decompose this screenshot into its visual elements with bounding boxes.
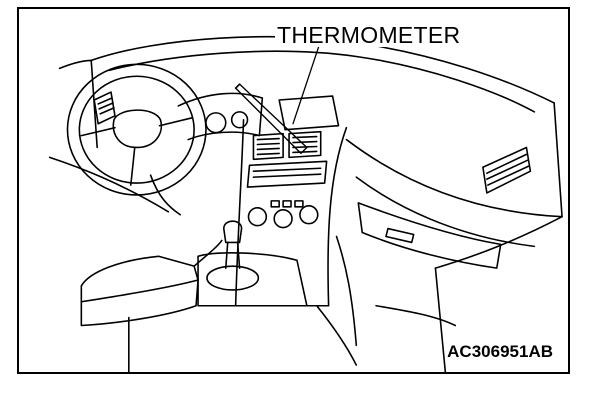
steering-spoke-left — [80, 126, 116, 137]
left-pillar — [58, 59, 98, 149]
dashboard-lower-edge — [355, 176, 536, 248]
center-vent-right — [288, 130, 322, 159]
steering-spoke-bottom — [130, 146, 136, 186]
steering-hub — [112, 109, 163, 149]
figure-code: AC306951AB — [447, 342, 553, 361]
glove-box — [357, 202, 502, 269]
gear-boot — [206, 265, 260, 291]
steering-wheel-inner — [78, 75, 195, 184]
left-door-line — [48, 156, 170, 213]
thermometer-leader — [292, 45, 320, 125]
console-tray — [197, 252, 308, 307]
gauge-right — [230, 111, 249, 129]
dashboard-top-inner — [108, 50, 536, 113]
right-vent — [482, 146, 532, 194]
gear-knob — [222, 220, 243, 244]
center-vent-left — [252, 132, 284, 161]
center-stack — [234, 118, 348, 307]
gauge-left — [205, 112, 227, 134]
thermometer-label: THERMOMETER — [275, 22, 463, 48]
steering-column — [149, 174, 182, 216]
climate-knob-left — [247, 207, 268, 227]
dashboard-illustration — [48, 35, 563, 372]
instrument-hood — [177, 92, 264, 141]
glove-box-handle — [385, 227, 415, 244]
armrest-top — [80, 255, 199, 303]
climate-knob-right — [299, 205, 319, 225]
illustration-frame: THERMOMETER AC306951AB — [17, 7, 570, 374]
climate-knob-center — [273, 208, 293, 229]
steering-wheel-outer — [66, 63, 207, 196]
steering-spoke-right — [158, 117, 193, 127]
armrest-side — [80, 279, 199, 327]
dashboard-lower-right — [345, 138, 563, 218]
left-vent — [93, 91, 116, 125]
center-display — [278, 95, 340, 131]
gear-stem — [224, 241, 241, 269]
